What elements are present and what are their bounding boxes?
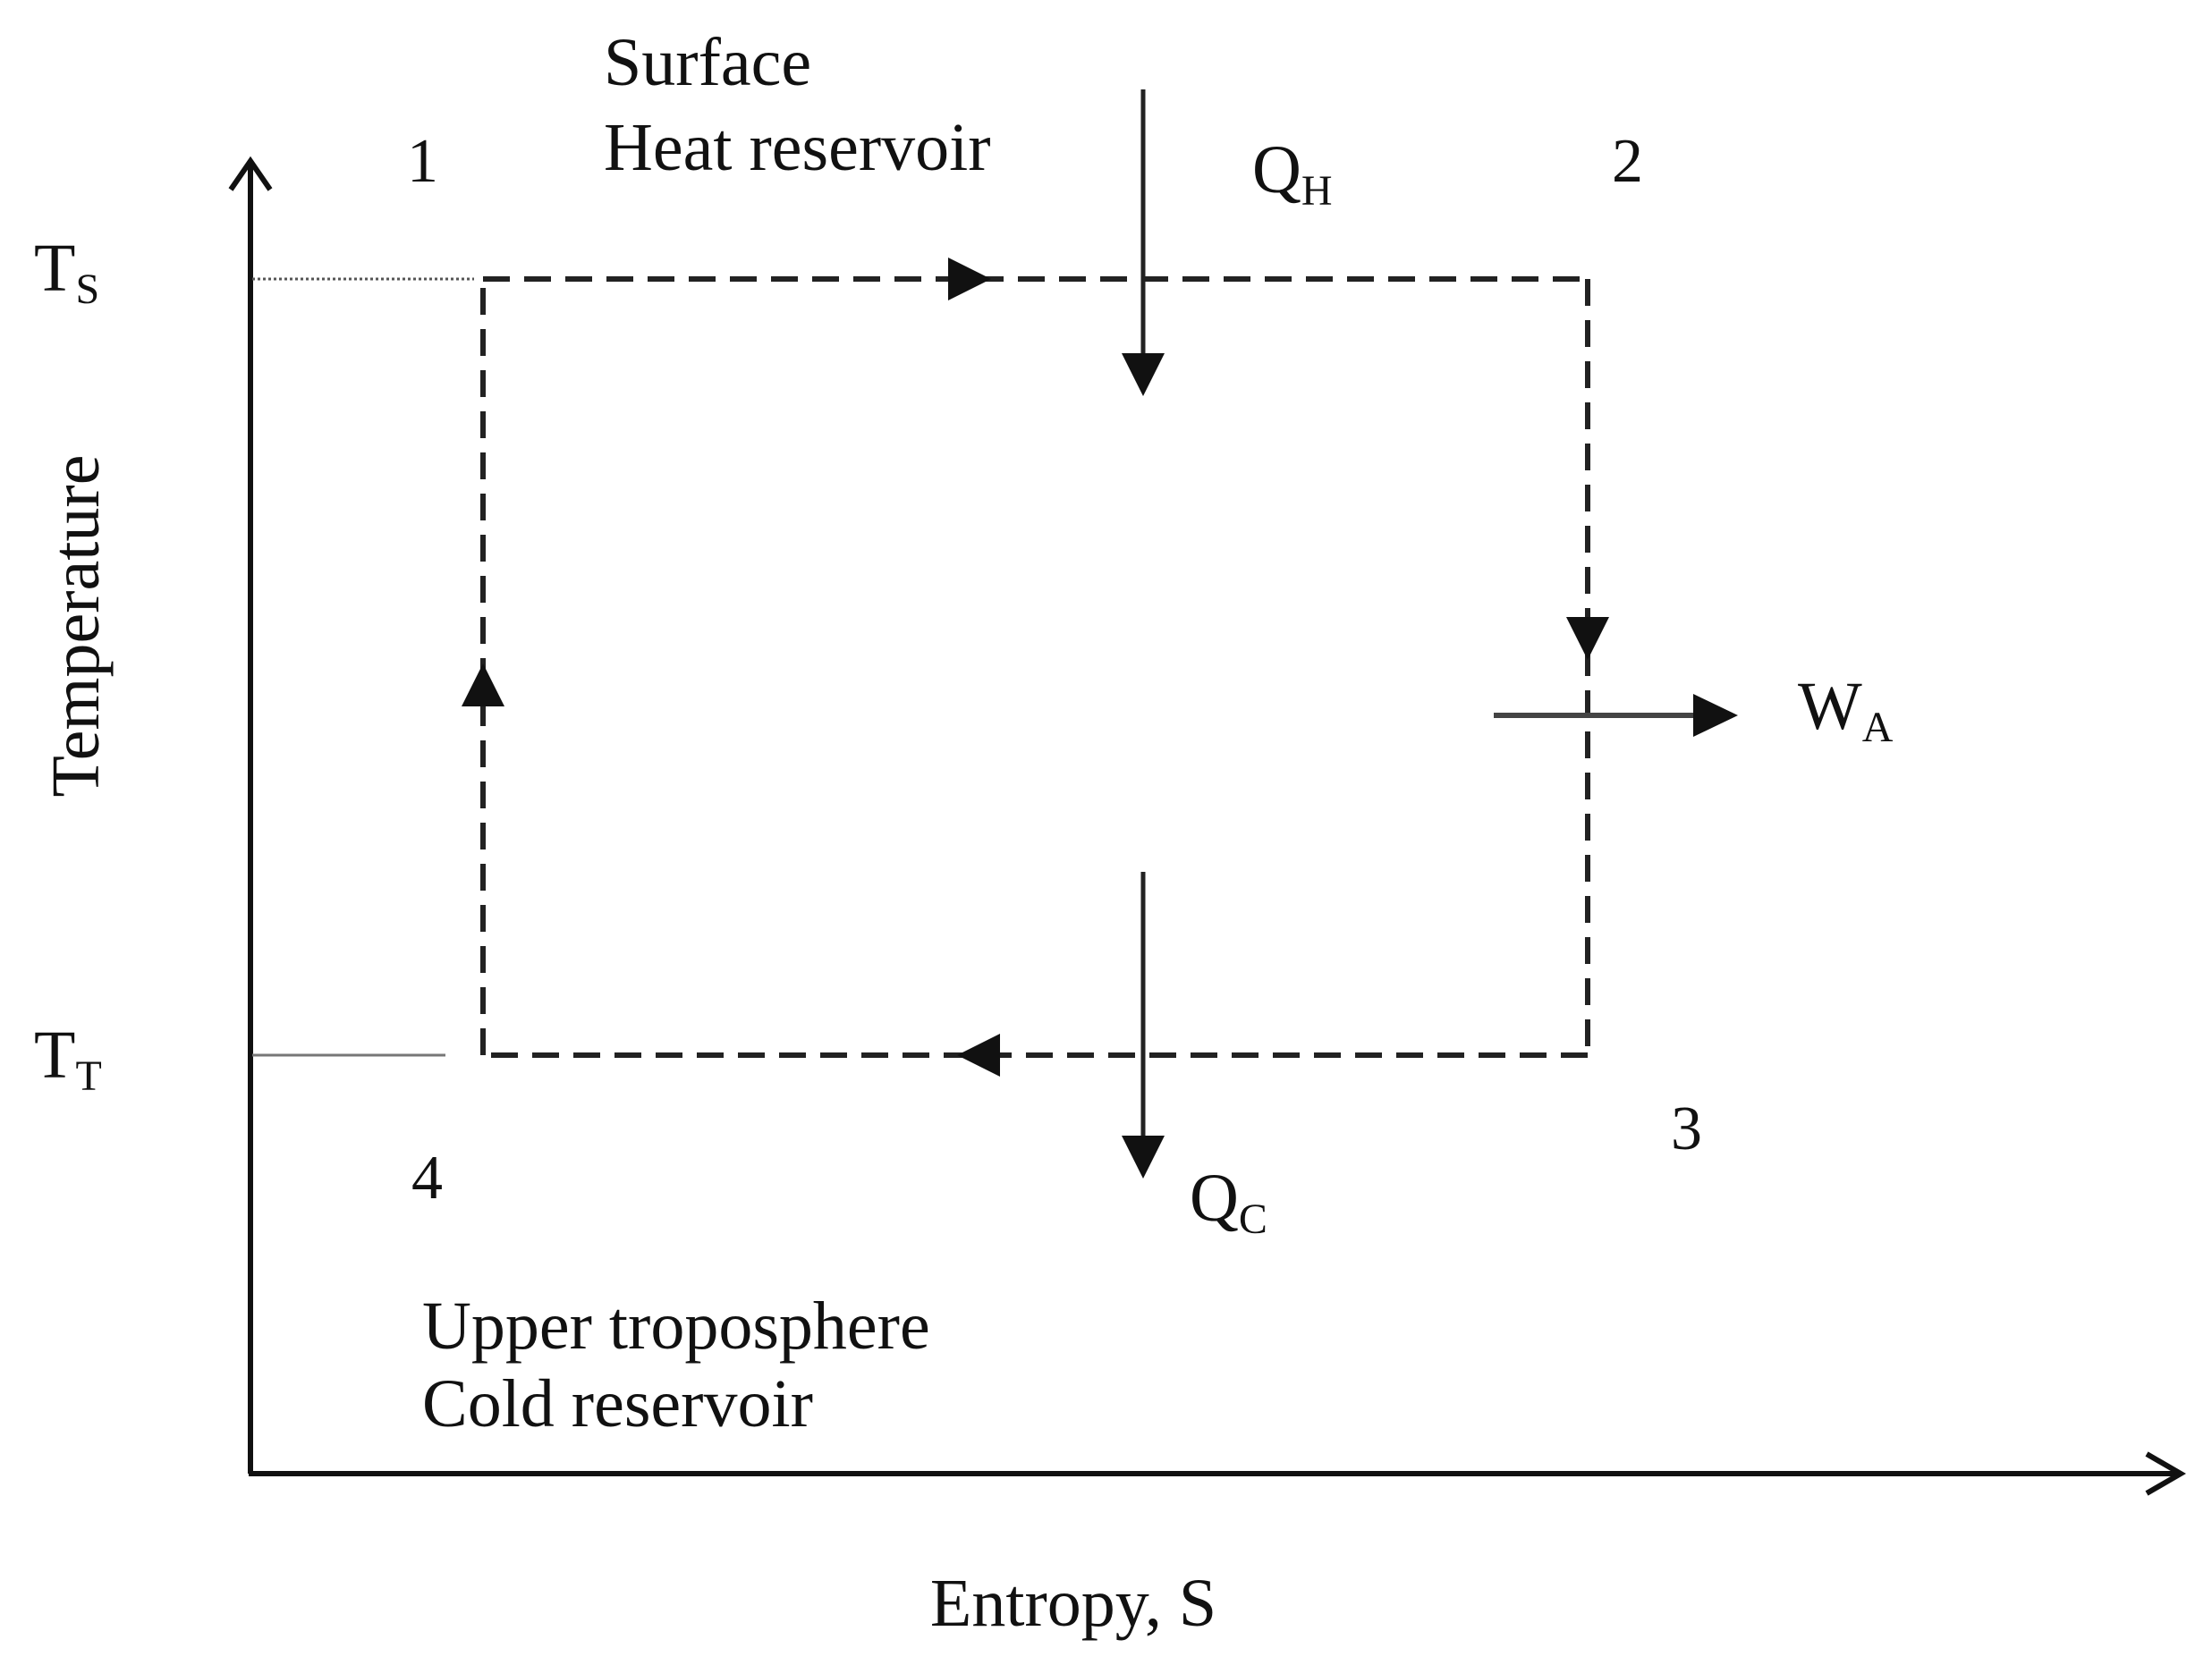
heat-output-label: QC bbox=[1190, 1161, 1267, 1243]
cold-reservoir-title: Upper troposphere bbox=[422, 1289, 930, 1364]
cold-reservoir-subtitle: Cold reservoir bbox=[422, 1366, 813, 1441]
work-output-label: WA bbox=[1798, 669, 1894, 751]
heat-input-arrowhead bbox=[1122, 353, 1165, 396]
state-4-label: 4 bbox=[411, 1144, 443, 1213]
y-axis-arrowhead bbox=[228, 156, 273, 191]
state-1-label: 1 bbox=[407, 127, 438, 196]
cycle-arrow-down bbox=[1566, 617, 1609, 660]
heat-input-label: QH bbox=[1252, 132, 1333, 215]
cycle-arrow-up bbox=[462, 663, 504, 706]
hot-temperature-label: TS bbox=[34, 231, 99, 313]
heat-output-arrowhead bbox=[1122, 1136, 1165, 1179]
y-axis-label: Temperature bbox=[38, 455, 114, 798]
hot-reservoir-subtitle: Heat reservoir bbox=[604, 110, 991, 185]
cold-temperature-label: TT bbox=[34, 1018, 102, 1100]
state-2-label: 2 bbox=[1612, 127, 1643, 196]
x-axis-arrowhead bbox=[2145, 1451, 2186, 1496]
work-arrowhead bbox=[1693, 694, 1738, 737]
hot-reservoir-title: Surface bbox=[604, 25, 811, 100]
state-3-label: 3 bbox=[1671, 1095, 1702, 1163]
x-axis-label: Entropy, S bbox=[930, 1566, 1216, 1641]
carnot-cycle-path bbox=[480, 276, 1590, 1058]
cycle-arrow-right bbox=[948, 258, 991, 300]
cycle-arrow-left bbox=[957, 1034, 1000, 1077]
axes bbox=[228, 156, 2186, 1496]
